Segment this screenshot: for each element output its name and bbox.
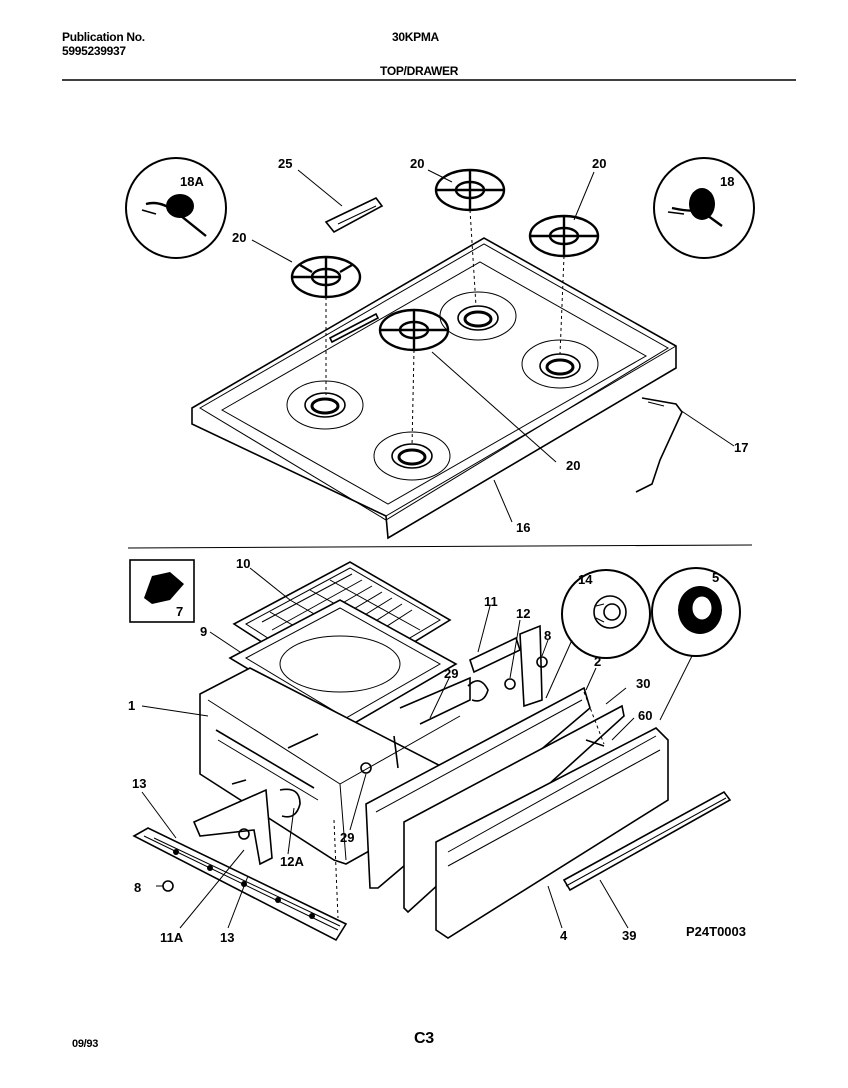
callout-17: 17 — [734, 440, 748, 455]
grate-rear-right — [528, 214, 600, 258]
callout-20: 20 — [592, 156, 606, 171]
inset-detail-18 — [653, 157, 755, 259]
callout-30: 30 — [636, 676, 650, 691]
inset-detail-18A — [125, 157, 227, 259]
model-number: 30KPMA — [392, 30, 439, 44]
drawer-glide — [132, 827, 348, 942]
inset-detail-14 — [561, 569, 651, 659]
grate-center — [378, 308, 450, 352]
leaders-top — [251, 169, 735, 523]
burner-rear-center — [439, 291, 517, 341]
callout-16: 16 — [516, 520, 530, 535]
grate-rear-left — [434, 168, 506, 212]
grate-left — [290, 255, 362, 299]
callout-5: 5 — [712, 570, 719, 585]
callout-8: 8 — [134, 880, 141, 895]
cooktop-assembly — [191, 237, 677, 540]
callout-29: 29 — [340, 830, 354, 845]
callout-2: 2 — [594, 654, 601, 669]
callout-13: 13 — [132, 776, 146, 791]
callout-12A: 12A — [280, 854, 304, 869]
callout-18: 18 — [720, 174, 734, 189]
page-number: C3 — [414, 1030, 434, 1047]
diagram-id: P24T0003 — [686, 924, 746, 939]
callout-10: 10 — [236, 556, 250, 571]
callout-11: 11 — [484, 594, 498, 609]
callout-12: 12 — [516, 606, 530, 621]
screw — [585, 739, 605, 747]
publication-date: 09/93 — [72, 1038, 99, 1050]
drawer-trim — [562, 790, 732, 892]
bracket-wire — [635, 397, 683, 493]
section-divider — [127, 544, 753, 549]
callout-20: 20 — [410, 156, 424, 171]
leaders-bottom — [141, 567, 693, 929]
callout-8: 8 — [544, 628, 551, 643]
broiler-pan — [228, 599, 458, 729]
burner-front-center — [373, 431, 451, 481]
callout-13: 13 — [220, 930, 234, 945]
screw — [393, 735, 399, 769]
section-title: TOP/DRAWER — [380, 64, 459, 78]
callout-14: 14 — [578, 572, 593, 587]
callout-29: 29 — [444, 666, 458, 681]
callout-4: 4 — [560, 928, 568, 943]
publication-number: 5995239937 — [62, 44, 126, 58]
glide-bracket — [192, 779, 301, 866]
callout-39: 39 — [622, 928, 636, 943]
callout-20: 20 — [566, 458, 580, 473]
burner-front-left — [286, 380, 364, 430]
callout-20: 20 — [232, 230, 246, 245]
drawer-front — [435, 727, 669, 939]
side-bracket — [467, 624, 548, 708]
callout-60: 60 — [638, 708, 652, 723]
callout-11A: 11A — [160, 930, 184, 945]
callout-9: 9 — [200, 624, 207, 639]
callout-25: 25 — [278, 156, 292, 171]
callout-18A: 18A — [180, 174, 204, 189]
nut — [162, 880, 174, 892]
callout-7: 7 — [176, 604, 183, 619]
publication-label: Publication No. — [62, 30, 145, 44]
inset-detail-5 — [651, 567, 741, 657]
trim-piece — [324, 196, 384, 234]
callout-1: 1 — [128, 698, 135, 713]
inset-detail-7 — [129, 559, 195, 623]
